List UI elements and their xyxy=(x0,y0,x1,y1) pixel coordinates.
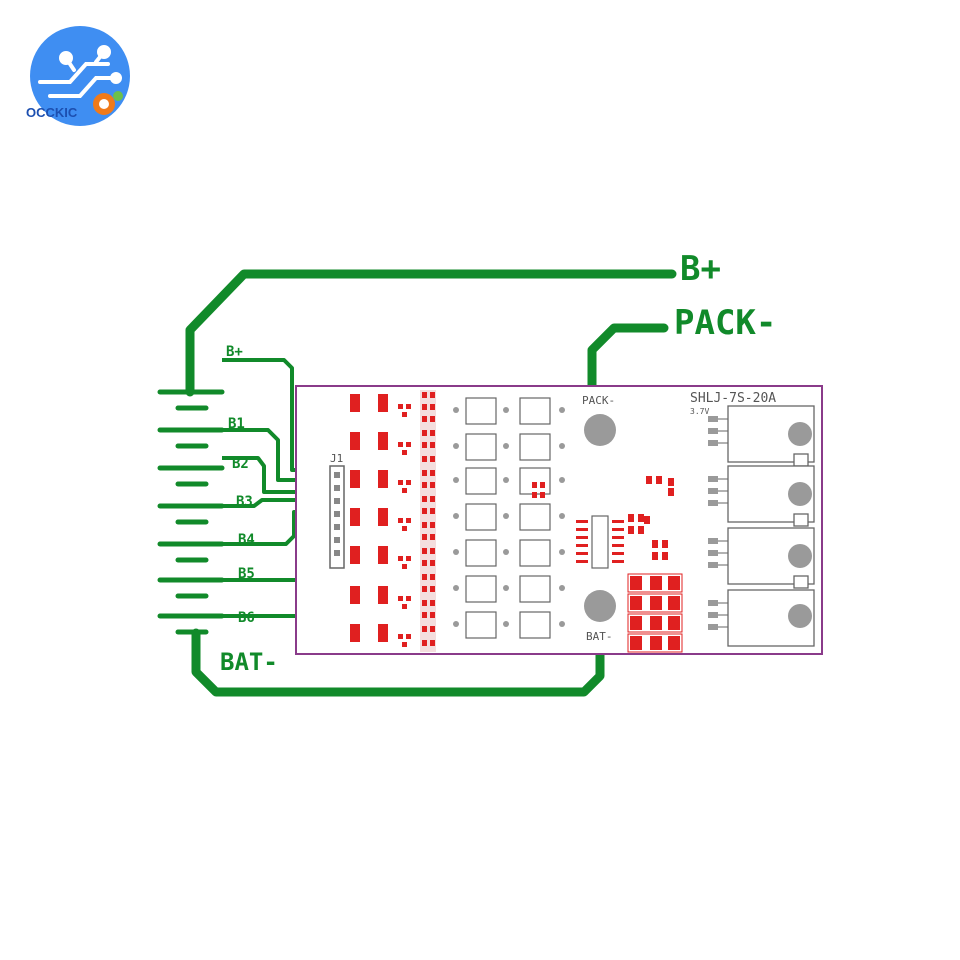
main-wires xyxy=(185,269,677,697)
balance-wire-b2 xyxy=(222,456,330,494)
via-dots xyxy=(453,407,565,627)
passives-right xyxy=(628,476,674,560)
sense-resistors xyxy=(627,573,683,653)
mosfet-1 xyxy=(708,405,815,467)
wire-bat-minus xyxy=(191,605,605,697)
pad-bat-minus xyxy=(584,590,616,622)
label-b6: B6 xyxy=(238,610,255,626)
wire-pack-minus xyxy=(587,323,669,410)
b-plus-label: B+ xyxy=(680,249,721,289)
label-b1: B1 xyxy=(228,416,245,432)
sot-parts xyxy=(398,404,411,647)
pad-pack-minus-label: PACK- xyxy=(582,394,615,407)
label-b2: B2 xyxy=(232,456,249,472)
balance-ics xyxy=(465,397,551,639)
protection-ic xyxy=(576,515,624,569)
mosfet-4 xyxy=(708,589,815,647)
mosfet-3 xyxy=(708,527,815,589)
gear-icon xyxy=(93,91,123,115)
brand-logo: OCCKIC xyxy=(26,26,130,126)
j1-label: J1 xyxy=(330,452,343,465)
small-caps xyxy=(532,482,545,498)
pcb-board: J1 xyxy=(295,385,823,655)
pack-minus-label: PACK- xyxy=(674,303,776,343)
label-b-plus: B+ xyxy=(226,344,243,360)
mosfet-2 xyxy=(708,465,815,527)
circuit-icon xyxy=(38,45,122,98)
label-b3: B3 xyxy=(236,494,253,510)
balance-resistors xyxy=(350,394,388,642)
label-b5: B5 xyxy=(238,566,255,582)
cell-labels: B+ B1 B2 B3 B4 B5 B6 xyxy=(226,344,255,626)
battery-stack xyxy=(157,389,225,635)
pad-bat-minus-label: BAT- xyxy=(586,630,613,643)
brand-name: OCCKIC xyxy=(26,105,78,120)
pad-pack-minus xyxy=(584,414,616,446)
label-b4: B4 xyxy=(238,532,255,548)
wire-b-plus xyxy=(185,269,677,397)
board-model: SHLJ-7S-20A xyxy=(690,391,776,406)
bat-minus-label: BAT- xyxy=(220,648,278,676)
mosfets xyxy=(708,405,815,647)
smd-column xyxy=(420,390,436,652)
board-sub-label: 3.7V xyxy=(690,407,709,416)
j1-connector: J1 xyxy=(329,452,345,569)
